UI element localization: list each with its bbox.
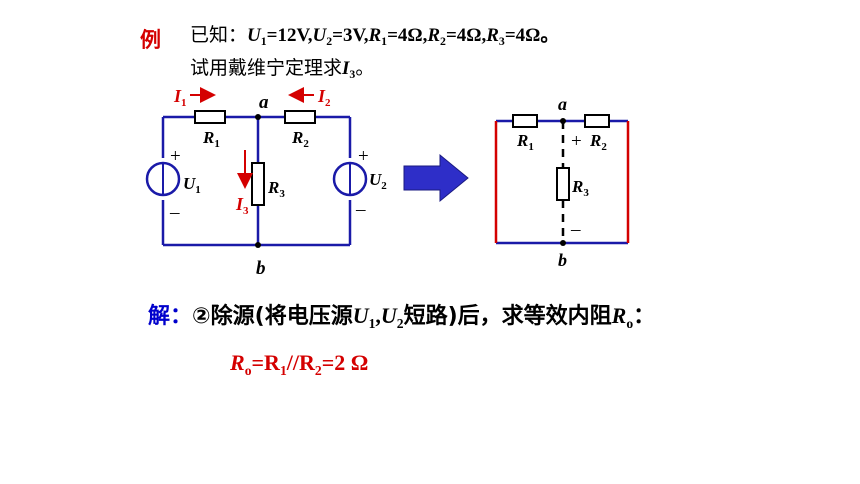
node-b-dot	[255, 242, 261, 248]
result-sub1: 1	[279, 362, 287, 378]
result-sub-o: o	[244, 362, 252, 378]
u2-minus: –	[355, 199, 366, 220]
result-eq1: =R	[251, 350, 280, 375]
u1-sub: 1	[368, 315, 376, 331]
rnode-b-label: b	[558, 250, 567, 270]
rr3-label: R3	[571, 177, 589, 199]
rplus: +	[571, 131, 582, 152]
node-b-label: b	[256, 258, 266, 279]
question-text: 试用戴维宁定理求	[190, 57, 343, 80]
u2-plus: +	[358, 146, 369, 167]
rr2-label: R2	[589, 131, 607, 153]
solution-colon: ：	[633, 304, 656, 329]
result-value: =2 Ω	[321, 350, 369, 375]
resistor-r2	[284, 110, 316, 124]
rresistor-r3	[556, 167, 570, 201]
given-label: 已知：	[190, 24, 248, 46]
r3-label: R3	[267, 178, 285, 200]
u1-minus: –	[169, 202, 180, 223]
i1-label: I1	[173, 86, 187, 109]
u1-label: U1	[183, 174, 201, 196]
solution-comma: ,	[375, 303, 381, 328]
u2-label: U2	[369, 170, 387, 192]
u2-value: =3V,	[332, 25, 369, 46]
u1-value: =12V,	[266, 25, 313, 46]
resistor-r3	[251, 162, 265, 206]
i2-label: I2	[317, 86, 331, 109]
rresistor-r2	[584, 114, 610, 128]
ro-sub: o	[626, 315, 634, 331]
rresistor-r1	[512, 114, 538, 128]
rr1-label: R1	[516, 131, 534, 153]
u-symbol-2: U	[380, 303, 397, 328]
problem-line-1: 已知：U1=12V,U2=3V,R1=4Ω,R2=4Ω,R3=4Ω。	[190, 24, 560, 49]
result-equation: Ro=R1//R2=2 Ω	[230, 350, 368, 379]
problem-line-2: 试用戴维宁定理求I3。	[190, 57, 375, 82]
solution-line: 解：②除源(将电压源U1,U2短路)后，求等效内阻Ro：	[148, 298, 655, 332]
resistor-r1	[194, 110, 226, 124]
r1-value: =4Ω,	[387, 25, 428, 46]
example-tag: 例	[140, 28, 161, 52]
problem-statement: 已知：U1=12V,U2=3V,R1=4Ω,R2=4Ω,R3=4Ω。 试用戴维宁…	[190, 22, 559, 88]
result-sub2: 2	[314, 362, 322, 378]
question-end: 。	[355, 57, 375, 80]
i3-label: I3	[235, 194, 249, 217]
result-parallel: //R	[286, 350, 315, 375]
rnode-a-dot	[560, 118, 566, 124]
rnode-a-label: a	[558, 94, 567, 114]
circuit-diagrams: I1 I2 I3 a b R1 R2 R3 U1 U2 + – + – a b …	[145, 86, 630, 279]
r2-label: R2	[291, 128, 309, 150]
u2-sub: 2	[396, 315, 404, 331]
rminus: –	[570, 219, 581, 240]
right-circuit	[494, 119, 630, 245]
r3-value: =4Ω。	[504, 25, 560, 46]
r2-value: =4Ω,	[445, 25, 487, 46]
rnode-b-dot	[560, 240, 566, 246]
result-r: R	[230, 350, 245, 375]
solution-text-b: 短路)后，求等效内阻	[403, 304, 612, 329]
node-a-label: a	[259, 92, 269, 113]
r1-label: R1	[202, 128, 220, 150]
u-symbol: U	[352, 303, 369, 328]
solution-label: 解：	[148, 304, 193, 329]
u1-plus: +	[170, 146, 181, 167]
transform-arrow-icon	[403, 153, 469, 203]
ro-symbol: R	[611, 303, 627, 328]
solution-text-a: ②除源(将电压源	[192, 304, 353, 329]
node-a-dot	[255, 114, 261, 120]
